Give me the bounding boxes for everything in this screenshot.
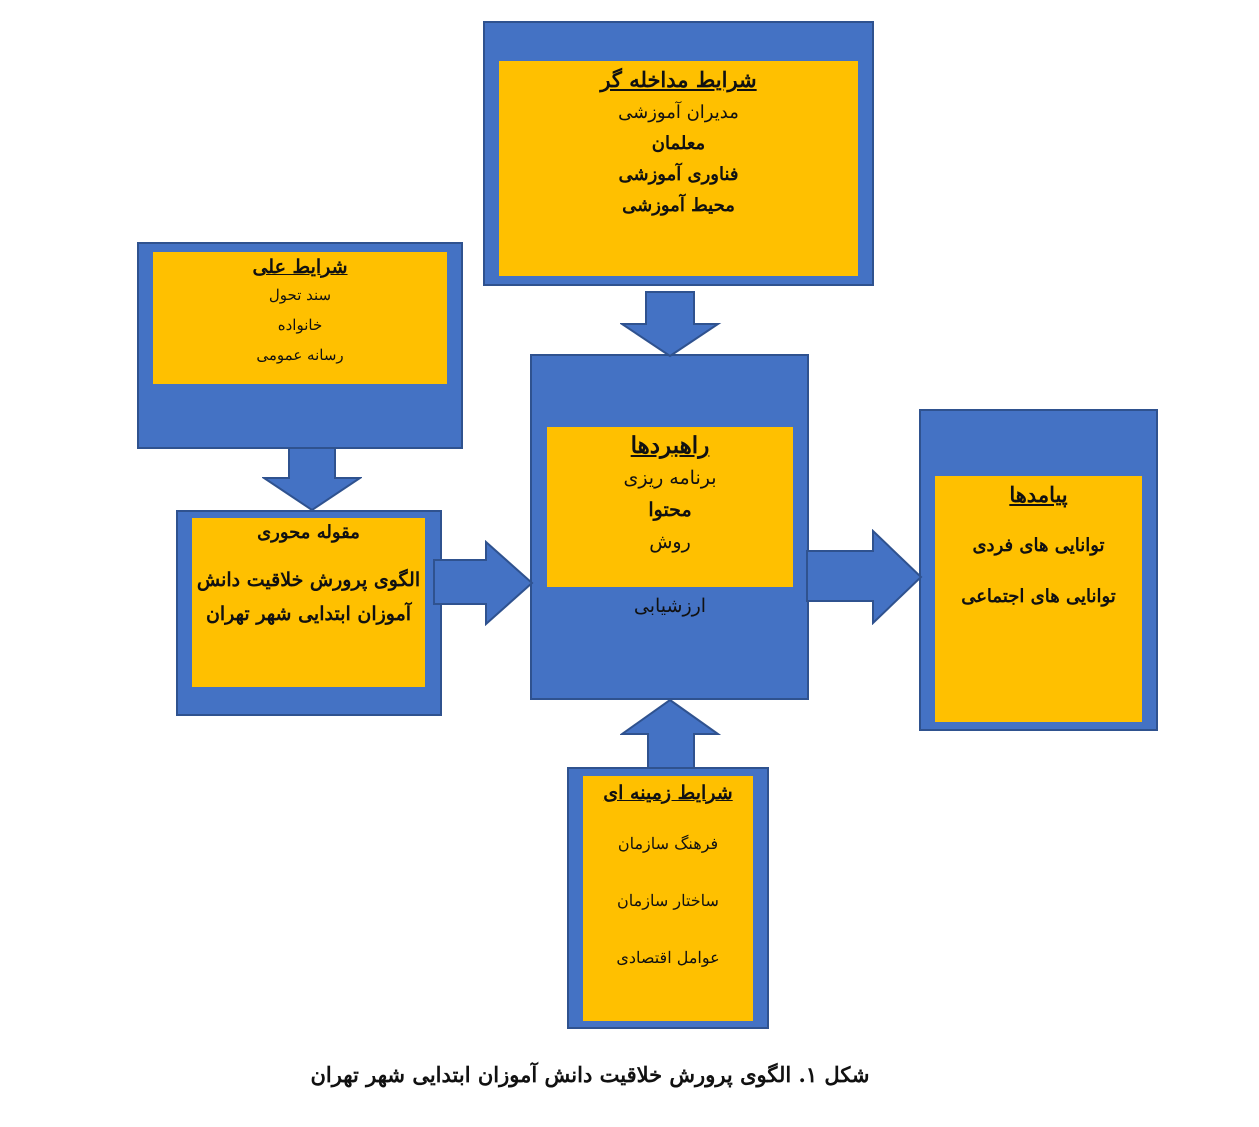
context-conditions-panel: شرایط زمینه ای فرهنگ سازمان ساختار سازما… xyxy=(583,776,753,1021)
causal-conditions-title: شرایط علی xyxy=(252,256,348,278)
intervening-conditions-panel: شرایط مداخله گر مدیران آموزشی معلمان فنا… xyxy=(499,61,858,276)
strategy-item: برنامه ریزی xyxy=(623,467,717,489)
intervening-item: مدیران آموزشی xyxy=(618,102,739,123)
strategies-panel: راهبردها برنامه ریزی محتوا روش xyxy=(547,427,793,587)
causal-conditions-panel: شرایط علی سند تحول خانواده رسانه عمومی xyxy=(153,252,447,384)
context-item: فرهنگ سازمان xyxy=(617,834,719,853)
strategy-item: محتوا xyxy=(648,499,692,521)
strategies-title: راهبردها xyxy=(630,432,710,459)
context-item: ساختار سازمان xyxy=(617,891,719,910)
strategy-item-outside: ارزشیابی xyxy=(633,595,707,617)
core-category-title: مقوله محوری xyxy=(257,522,360,543)
causal-item: سند تحول xyxy=(268,286,332,304)
intervening-item: فناوری آموزشی xyxy=(618,164,739,185)
arrow-down-intervening-to-strategies xyxy=(620,291,722,358)
arrow-right-core-to-strategies xyxy=(433,540,534,626)
arrow-right-strategies-to-outcomes xyxy=(806,529,923,625)
context-conditions-title: شرایط زمینه ای xyxy=(603,782,733,804)
strategy-item: روش xyxy=(649,531,691,553)
core-category-panel: مقوله محوری الگوی پرورش خلاقیت دانش آموز… xyxy=(192,518,425,687)
intervening-item: معلمان xyxy=(651,133,706,154)
core-category-text: الگوی پرورش خلاقیت دانش آموزان ابتدایی ش… xyxy=(196,569,421,625)
intervening-conditions-title: شرایط مداخله گر xyxy=(600,67,757,92)
figure-caption: شکل ۱. الگوی پرورش خلاقیت دانش آموزان اب… xyxy=(310,1062,870,1087)
outcome-item: توانایی های اجتماعی xyxy=(961,586,1116,607)
outcomes-panel: پیامدها توانایی های فردی توانایی های اجت… xyxy=(935,476,1142,722)
outcomes-title: پیامدها xyxy=(1009,482,1068,507)
arrow-down-causal-to-core xyxy=(262,447,362,512)
intervening-item: محیط آموزشی xyxy=(622,195,735,216)
causal-item: خانواده xyxy=(277,316,323,334)
outcome-item: توانایی های فردی xyxy=(972,535,1105,556)
arrow-up-context-to-strategies xyxy=(620,698,722,769)
context-item: عوامل اقتصادی xyxy=(616,948,720,967)
causal-item: رسانه عمومی xyxy=(256,346,344,364)
